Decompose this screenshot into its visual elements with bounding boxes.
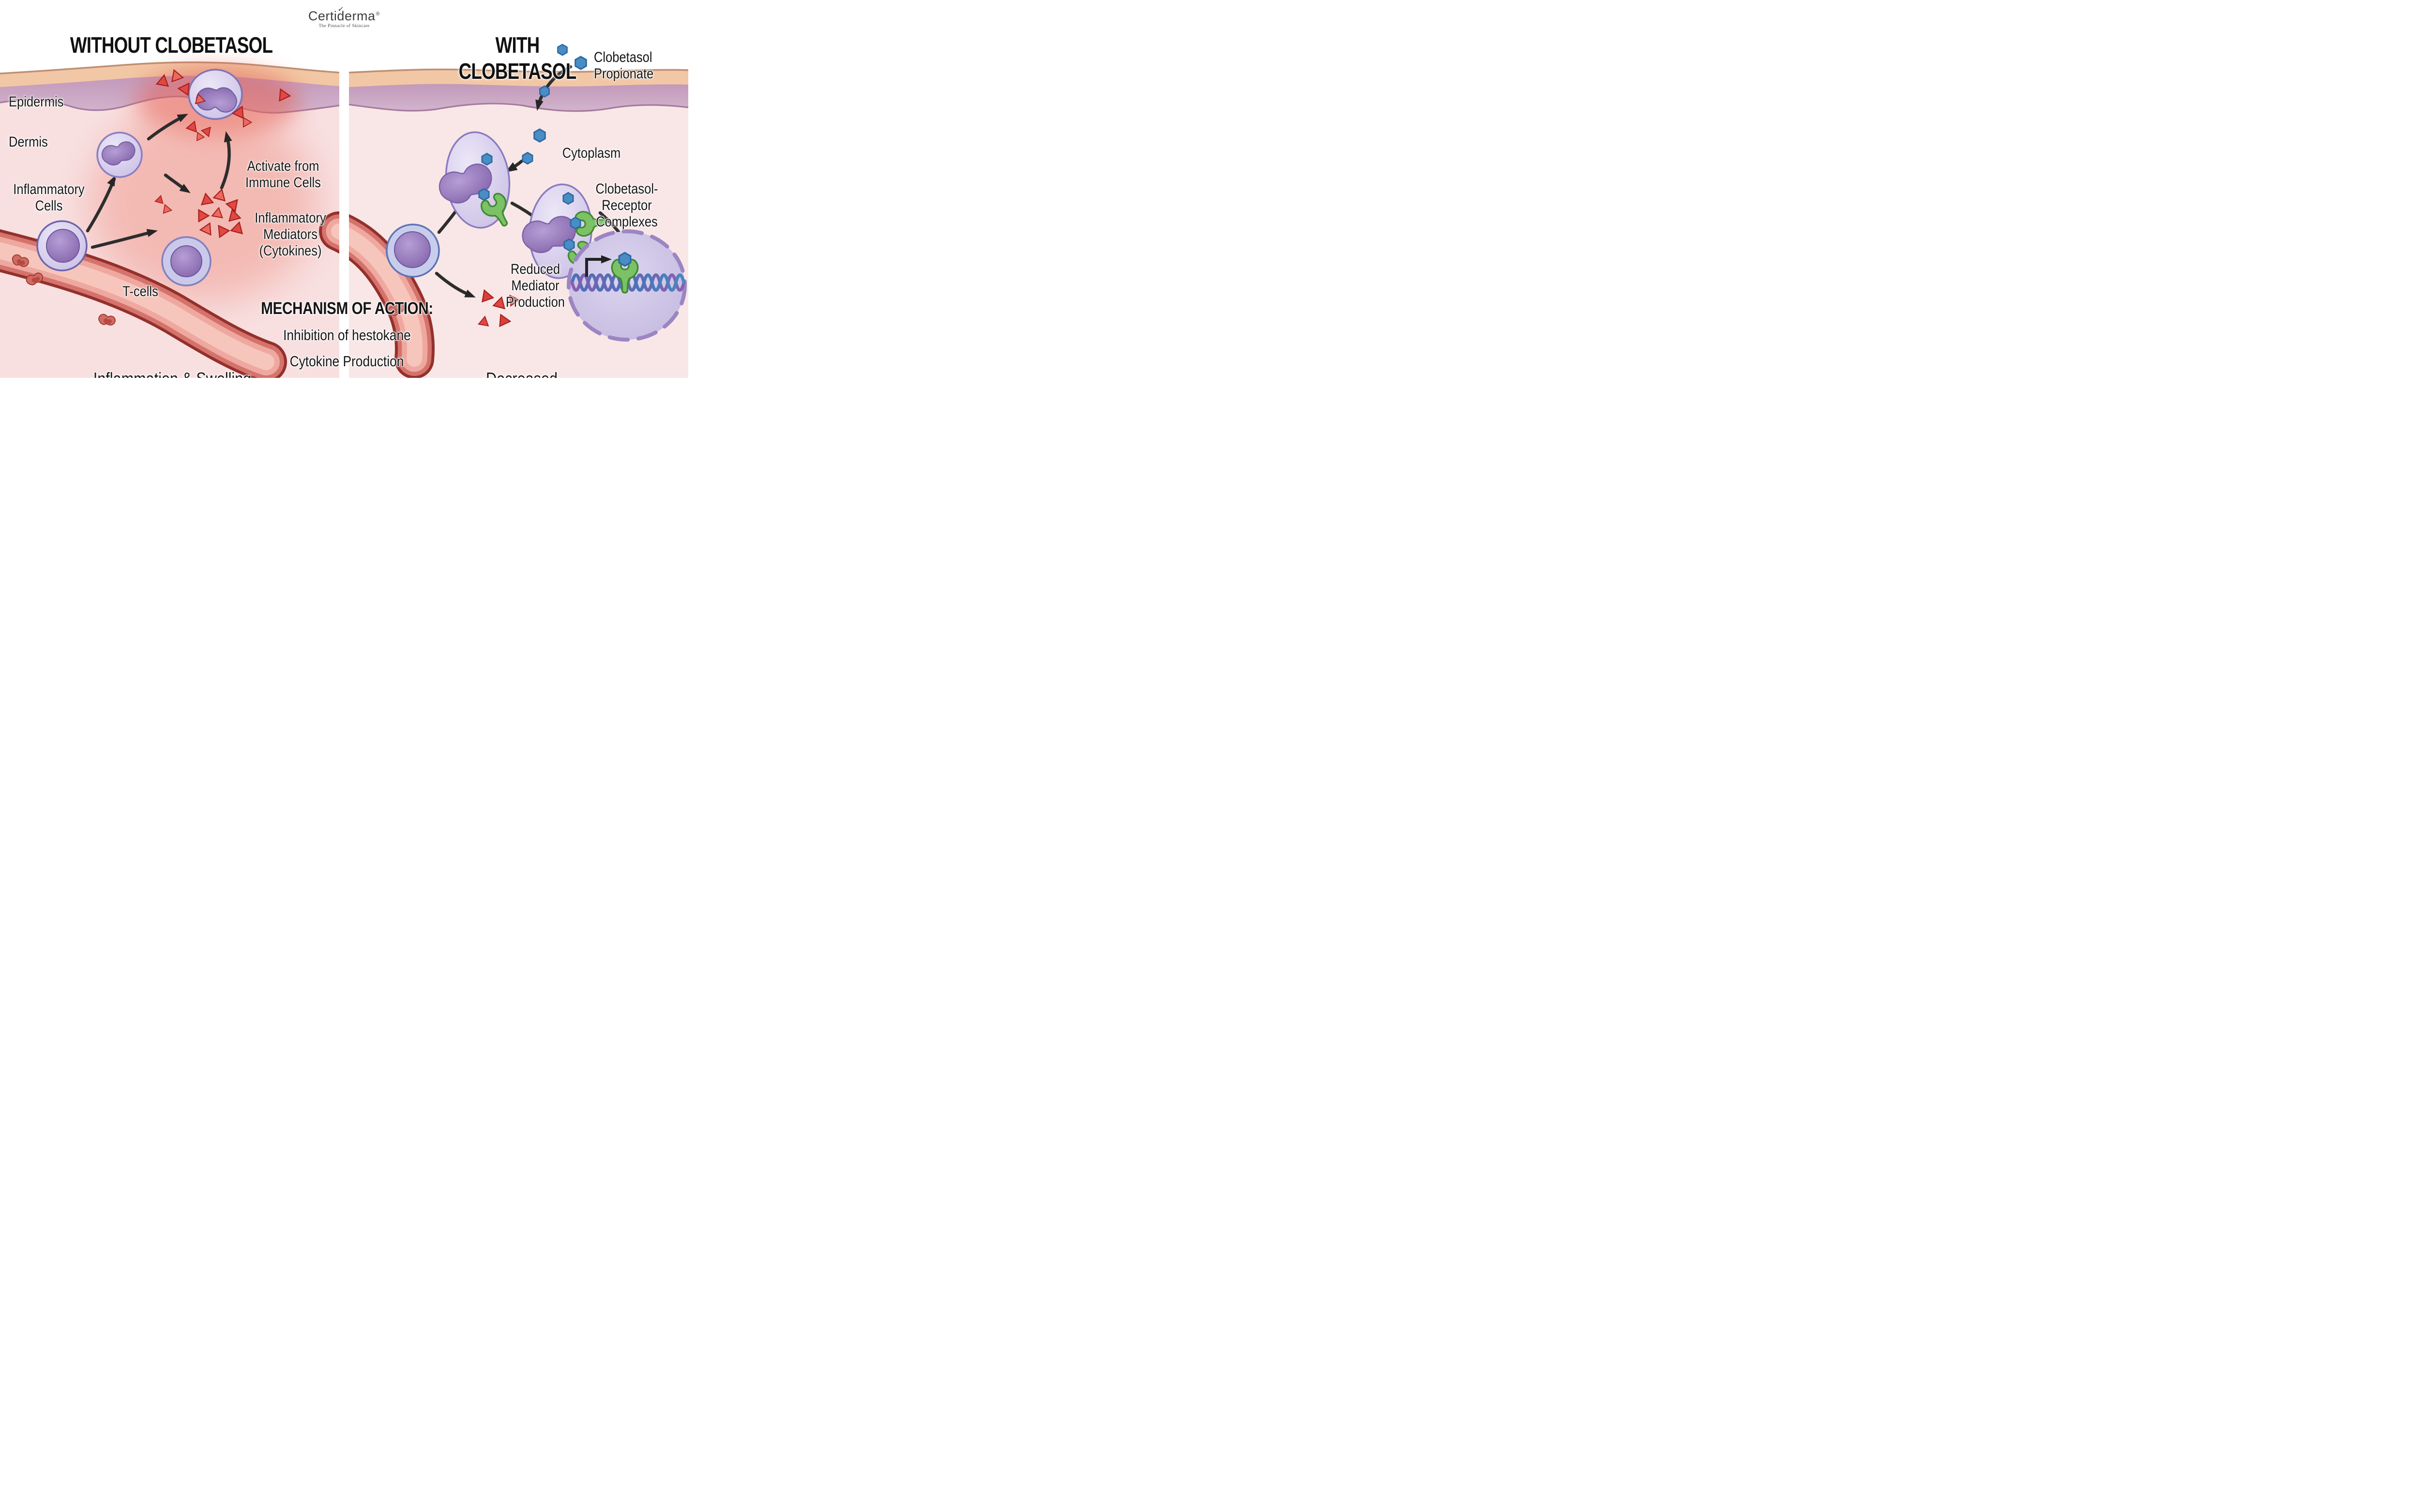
- label-clobetasol-propionate: Clobetasol Propionate: [594, 49, 654, 82]
- panel-divider: [339, 63, 349, 378]
- right-panel-title: WITH CLOBETASOL: [458, 32, 577, 84]
- arrow-icon: [536, 65, 573, 107]
- nuclear-envelope: [567, 229, 687, 342]
- immune-cell-icon: [36, 220, 88, 271]
- activated-cell-icon: [188, 69, 243, 120]
- left-panel-title: WITHOUT CLOBETASOL: [70, 32, 273, 58]
- cell-with-receptor-icon: [435, 131, 517, 233]
- registered-mark: ®: [376, 11, 380, 17]
- label-t-cells: T-cells: [122, 283, 158, 299]
- label-receptor-complexes: Clobetasol- Receptor Complexes: [595, 180, 658, 230]
- drug-hexagon-icon: [539, 85, 550, 98]
- drug-hexagon-icon: [562, 192, 574, 205]
- epidermis-layer: [349, 83, 688, 111]
- skin-surface-line: [0, 61, 340, 75]
- label-cytoplasm: Cytoplasm: [562, 145, 621, 161]
- inflammatory-cell-icon: [96, 132, 143, 178]
- label-inflammatory-cells: Inflammatory Cells: [13, 181, 85, 214]
- mechanism-title: MECHANISM OF ACTION:: [261, 299, 433, 318]
- label-activate-from-immune-cells: Activate from Immune Cells: [245, 158, 321, 191]
- label-inflammatory-mediators: Inflammatory Mediators (Cytokines): [255, 210, 326, 259]
- skin-surface-band: [349, 69, 688, 87]
- nucleus-icon: [567, 229, 687, 342]
- label-reduced-mediator-production: Reduced Mediator Production: [506, 261, 565, 310]
- checkmark-icon: ✓: [337, 5, 345, 14]
- drug-hexagon-icon: [522, 151, 533, 165]
- certiderma-logo: Certiderma®✓ The Pinnacle of Skincare: [308, 5, 380, 29]
- label-decreased-inflammation: Decreased Inflammation: [439, 349, 605, 378]
- drug-hexagon-icon: [481, 152, 493, 166]
- skin-diagram-artwork: [0, 44, 688, 378]
- panel-with-clobetasol: [319, 44, 688, 378]
- mechanism-of-action-block: MECHANISM OF ACTION: Inhibition of hesto…: [246, 291, 448, 378]
- drug-hexagon-icon: [618, 252, 632, 267]
- brand-tagline: The Pinnacle of Skincare: [318, 24, 370, 29]
- panel-without-clobetasol: [0, 61, 340, 378]
- label-dermis: Dermis: [9, 134, 48, 150]
- drug-hexagon-icon: [478, 188, 490, 201]
- epidermis-dermis-boundary: [348, 103, 688, 112]
- clobetasol-mechanism-infographic: WITHOUT CLOBETASOL WITH CLOBETASOL Certi…: [0, 0, 688, 378]
- transcription-arrow-icon: [585, 258, 608, 277]
- label-inflammation-swelling: Inflammation & Swelling: [79, 349, 265, 378]
- drug-hexagon-icon: [533, 128, 546, 143]
- blood-vessel: [319, 211, 435, 378]
- arrow-icon: [91, 230, 155, 249]
- t-cell-icon: [161, 236, 212, 286]
- drug-hexagon-icon: [570, 216, 581, 230]
- mechanism-line2: Inhibition of hestokane: [283, 326, 411, 344]
- immune-cell-icon: [386, 224, 440, 278]
- skin-surface-line: [348, 68, 688, 74]
- brand-name: Certiderma®✓: [308, 5, 380, 23]
- mechanism-line3: Cytokine Production: [290, 352, 404, 370]
- label-epidermis: Epidermis: [9, 93, 64, 110]
- cell-with-complexes-icon: [519, 183, 609, 279]
